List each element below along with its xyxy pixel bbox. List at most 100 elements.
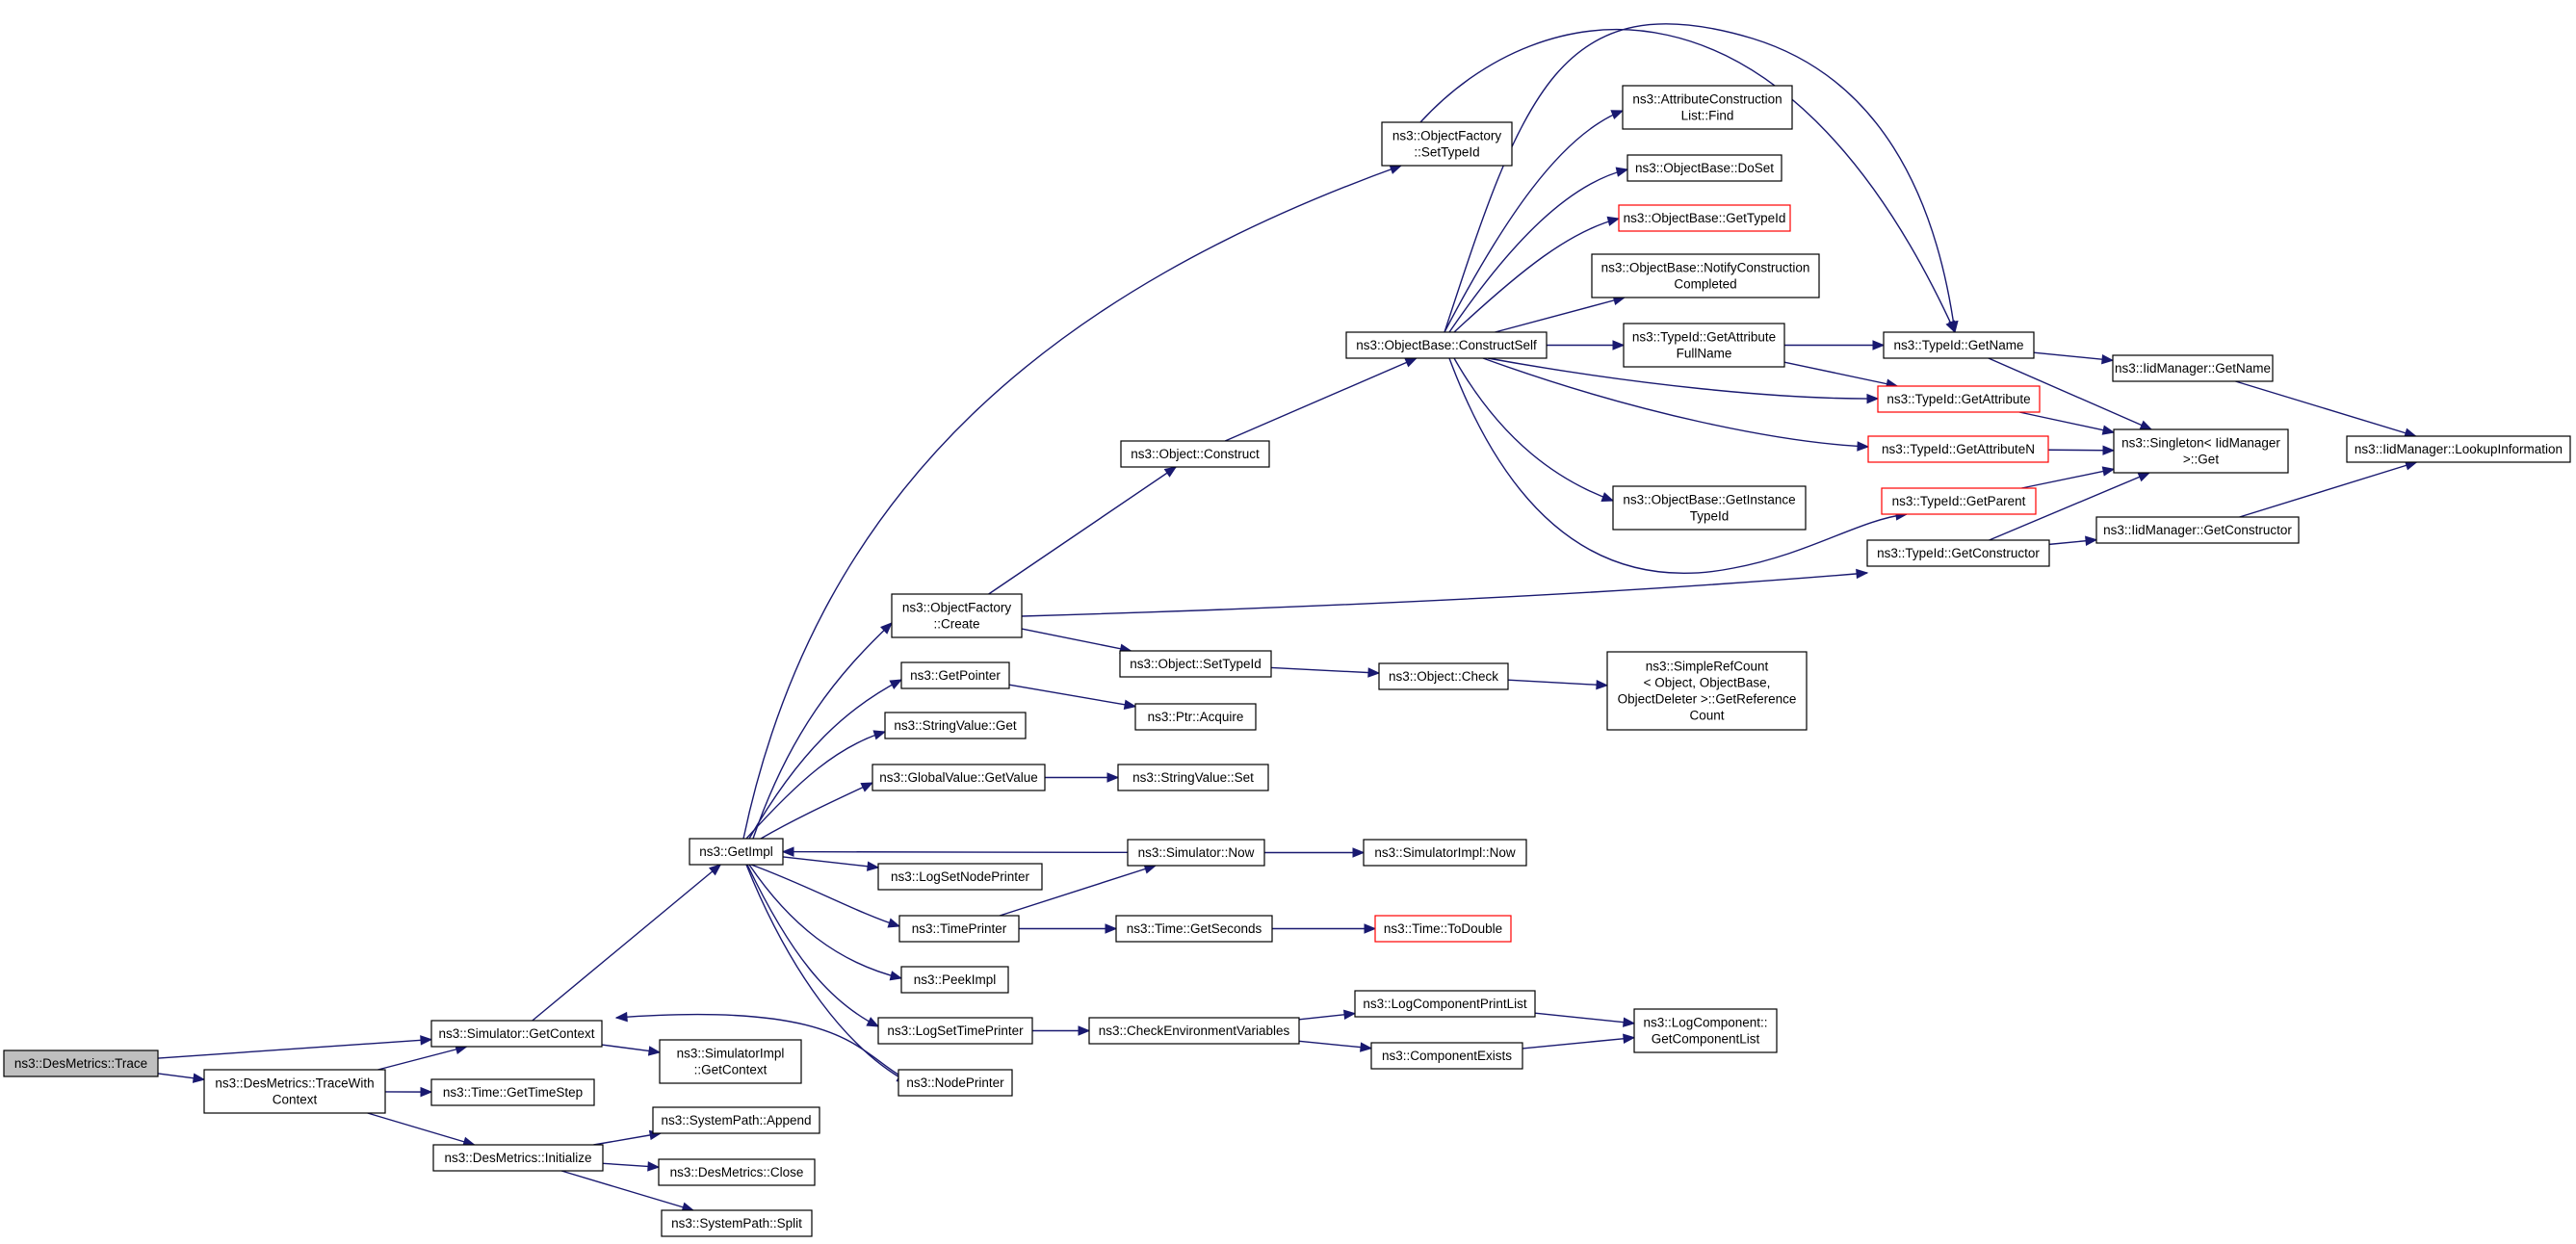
node-box [900, 966, 1009, 994]
node-singletonget[interactable]: ns3::Singleton< IidManager>::Get [2113, 428, 2289, 474]
edge-getattributefullname-to-typeidgetattribute [1783, 361, 1899, 389]
node-logcomponentprintlist[interactable]: ns3::LogComponentPrintList [1354, 990, 1536, 1018]
node-objectconstruct[interactable]: ns3::Object::Construct [1120, 440, 1270, 468]
node-constructself[interactable]: ns3::ObjectBase::ConstructSelf [1345, 331, 1548, 359]
edge-line [1298, 1040, 1372, 1050]
edge-typeidgetattributen-to-singletonget [2047, 445, 2116, 455]
edge-line [1495, 297, 1626, 333]
node-stringvalueget[interactable]: ns3::StringValue::Get [884, 712, 1027, 739]
node-label: ns3::IidManager::GetName [2115, 361, 2271, 376]
node-iidgetname[interactable]: ns3::IidManager::GetName [2112, 354, 2274, 382]
edge-line [615, 1013, 899, 1076]
edge-nodeprinter-to-simgetcontext [614, 1011, 899, 1076]
node-label: ns3::IidManager::LookupInformation [2355, 442, 2563, 456]
edge-line [1021, 572, 1868, 617]
node-checkenvvars[interactable]: ns3::CheckEnvironmentVariables [1088, 1017, 1300, 1045]
node-label: ns3::DesMetrics::Trace [14, 1056, 147, 1071]
node-ptracquire[interactable]: ns3::Ptr::Acquire [1134, 703, 1257, 731]
node-peekimpl[interactable]: ns3::PeekImpl [900, 966, 1009, 994]
node-objectbasedoset[interactable]: ns3::ObjectBase::DoSet [1626, 154, 1782, 182]
node-notifyconstruction[interactable]: ns3::ObjectBase::NotifyConstructionCompl… [1591, 253, 1820, 298]
node-getpointer[interactable]: ns3::GetPointer [900, 661, 1010, 689]
edge-constructself-to-objectbasedoset [1448, 167, 1629, 333]
node-typeidgetattributen[interactable]: ns3::TypeId::GetAttributeN [1867, 435, 2049, 463]
edge-line [1453, 218, 1620, 333]
node-box [659, 1039, 802, 1084]
node-getimpl[interactable]: ns3::GetImpl [689, 838, 784, 866]
node-typeidgetparent[interactable]: ns3::TypeId::GetParent [1881, 487, 2037, 515]
node-box [1867, 435, 2049, 463]
node-label: ns3::Object::Check [1389, 669, 1498, 684]
node-typeidgetattribute[interactable]: ns3::TypeId::GetAttribute [1877, 385, 2041, 413]
node-typeidgetconstructor[interactable]: ns3::TypeId::GetConstructor [1866, 539, 2050, 567]
edge-line [1224, 357, 1418, 442]
arrowhead [1948, 320, 1959, 334]
node-objfactorycreate[interactable]: ns3::ObjectFactory::Create [891, 593, 1023, 638]
node-typeidgetname[interactable]: ns3::TypeId::GetName [1883, 331, 2035, 359]
edge-line [760, 782, 873, 840]
node-objectbasegettypeid[interactable]: ns3::ObjectBase::GetTypeId [1618, 204, 1791, 232]
arrowhead [1106, 772, 1120, 783]
edge-simulatornow-to-getimpl [781, 846, 1129, 857]
edge-trace-to-tracewithcontext [157, 1073, 206, 1083]
arrowhead [647, 1161, 661, 1172]
node-simimplgetcontext[interactable]: ns3::SimulatorImpl::GetContext [659, 1039, 802, 1084]
node-desmetricsinitialize[interactable]: ns3::DesMetrics::Initialize [432, 1144, 604, 1172]
node-logsetnodeprinter[interactable]: ns3::LogSetNodePrinter [877, 863, 1043, 891]
arrowhead [192, 1073, 206, 1083]
node-simulatorimplnow[interactable]: ns3::SimulatorImpl::Now [1363, 839, 1527, 867]
edge-line [750, 864, 900, 927]
arrowhead [1404, 357, 1418, 368]
node-lookupinformation[interactable]: ns3::IidManager::LookupInformation [2346, 435, 2571, 463]
edge-line [1008, 684, 1136, 708]
node-label: FullName [1677, 347, 1732, 361]
node-label: ::GetContext [694, 1063, 768, 1077]
arrowhead [420, 1035, 433, 1046]
edge-checkenvvars-to-componentexists [1298, 1040, 1373, 1052]
node-label: ns3::Object::SetTypeId [1130, 657, 1262, 671]
arrowhead [2101, 425, 2116, 435]
arrowhead [887, 918, 901, 928]
node-objectcheck[interactable]: ns3::Object::Check [1378, 662, 1509, 690]
node-globalvaluegetvalue[interactable]: ns3::GlobalValue::GetValue [872, 764, 1046, 791]
node-timetodouble[interactable]: ns3::Time::ToDouble [1374, 915, 1512, 943]
node-trace[interactable]: ns3::DesMetrics::Trace [3, 1050, 159, 1077]
node-simplerefcount[interactable]: ns3::SimpleRefCount< Object, ObjectBase,… [1606, 651, 1808, 731]
edge-getimpl-to-getpointer [748, 679, 903, 840]
node-label: TypeId [1690, 509, 1730, 524]
node-objfactorysettypeid[interactable]: ns3::ObjectFactory::SetTypeId [1381, 121, 1513, 167]
node-desmetricsclose[interactable]: ns3::DesMetrics::Close [658, 1158, 816, 1186]
edge-line [532, 864, 721, 1022]
edge-typeidgetconstructor-to-iidgetconstructor [2048, 535, 2098, 546]
node-logsettimeprinter[interactable]: ns3::LogSetTimePrinter [877, 1017, 1033, 1045]
arrowhead [1606, 216, 1621, 226]
node-systempathsplit[interactable]: ns3::SystemPath::Split [661, 1209, 813, 1237]
node-label: ns3::TypeId::GetParent [1892, 494, 2026, 508]
edge-line [999, 865, 1157, 917]
node-getcomponentlist[interactable]: ns3::LogComponent::GetComponentList [1633, 1008, 1778, 1053]
node-nodeprinter[interactable]: ns3::NodePrinter [898, 1069, 1013, 1097]
node-timegettimestep[interactable]: ns3::Time::GetTimeStep [430, 1078, 595, 1106]
node-componentexists[interactable]: ns3::ComponentExists [1370, 1042, 1523, 1070]
node-box [432, 1144, 604, 1172]
node-box [1119, 650, 1272, 678]
node-timeprinter[interactable]: ns3::TimePrinter [898, 915, 1020, 943]
node-objectsettypeid[interactable]: ns3::Object::SetTypeId [1119, 650, 1272, 678]
node-simgetcontext[interactable]: ns3::Simulator::GetContext [430, 1020, 603, 1048]
node-timegetseconds[interactable]: ns3::Time::GetSeconds [1115, 915, 1273, 943]
node-label: ns3::ObjectBase::ConstructSelf [1356, 338, 1537, 352]
node-label: ns3::GetPointer [910, 668, 1001, 683]
node-stringvalueset[interactable]: ns3::StringValue::Set [1117, 764, 1269, 791]
edge-objectcheck-to-simplerefcount [1507, 679, 1609, 690]
node-label: ns3::StringValue::Set [1132, 770, 1254, 785]
node-iidgetconstructor[interactable]: ns3::IidManager::GetConstructor [2095, 516, 2300, 544]
node-label: ns3::SimpleRefCount [1646, 660, 1769, 674]
node-simulatornow[interactable]: ns3::Simulator::Now [1127, 839, 1265, 867]
node-systempathappend[interactable]: ns3::SystemPath::Append [652, 1106, 820, 1134]
node-box [3, 1050, 159, 1077]
